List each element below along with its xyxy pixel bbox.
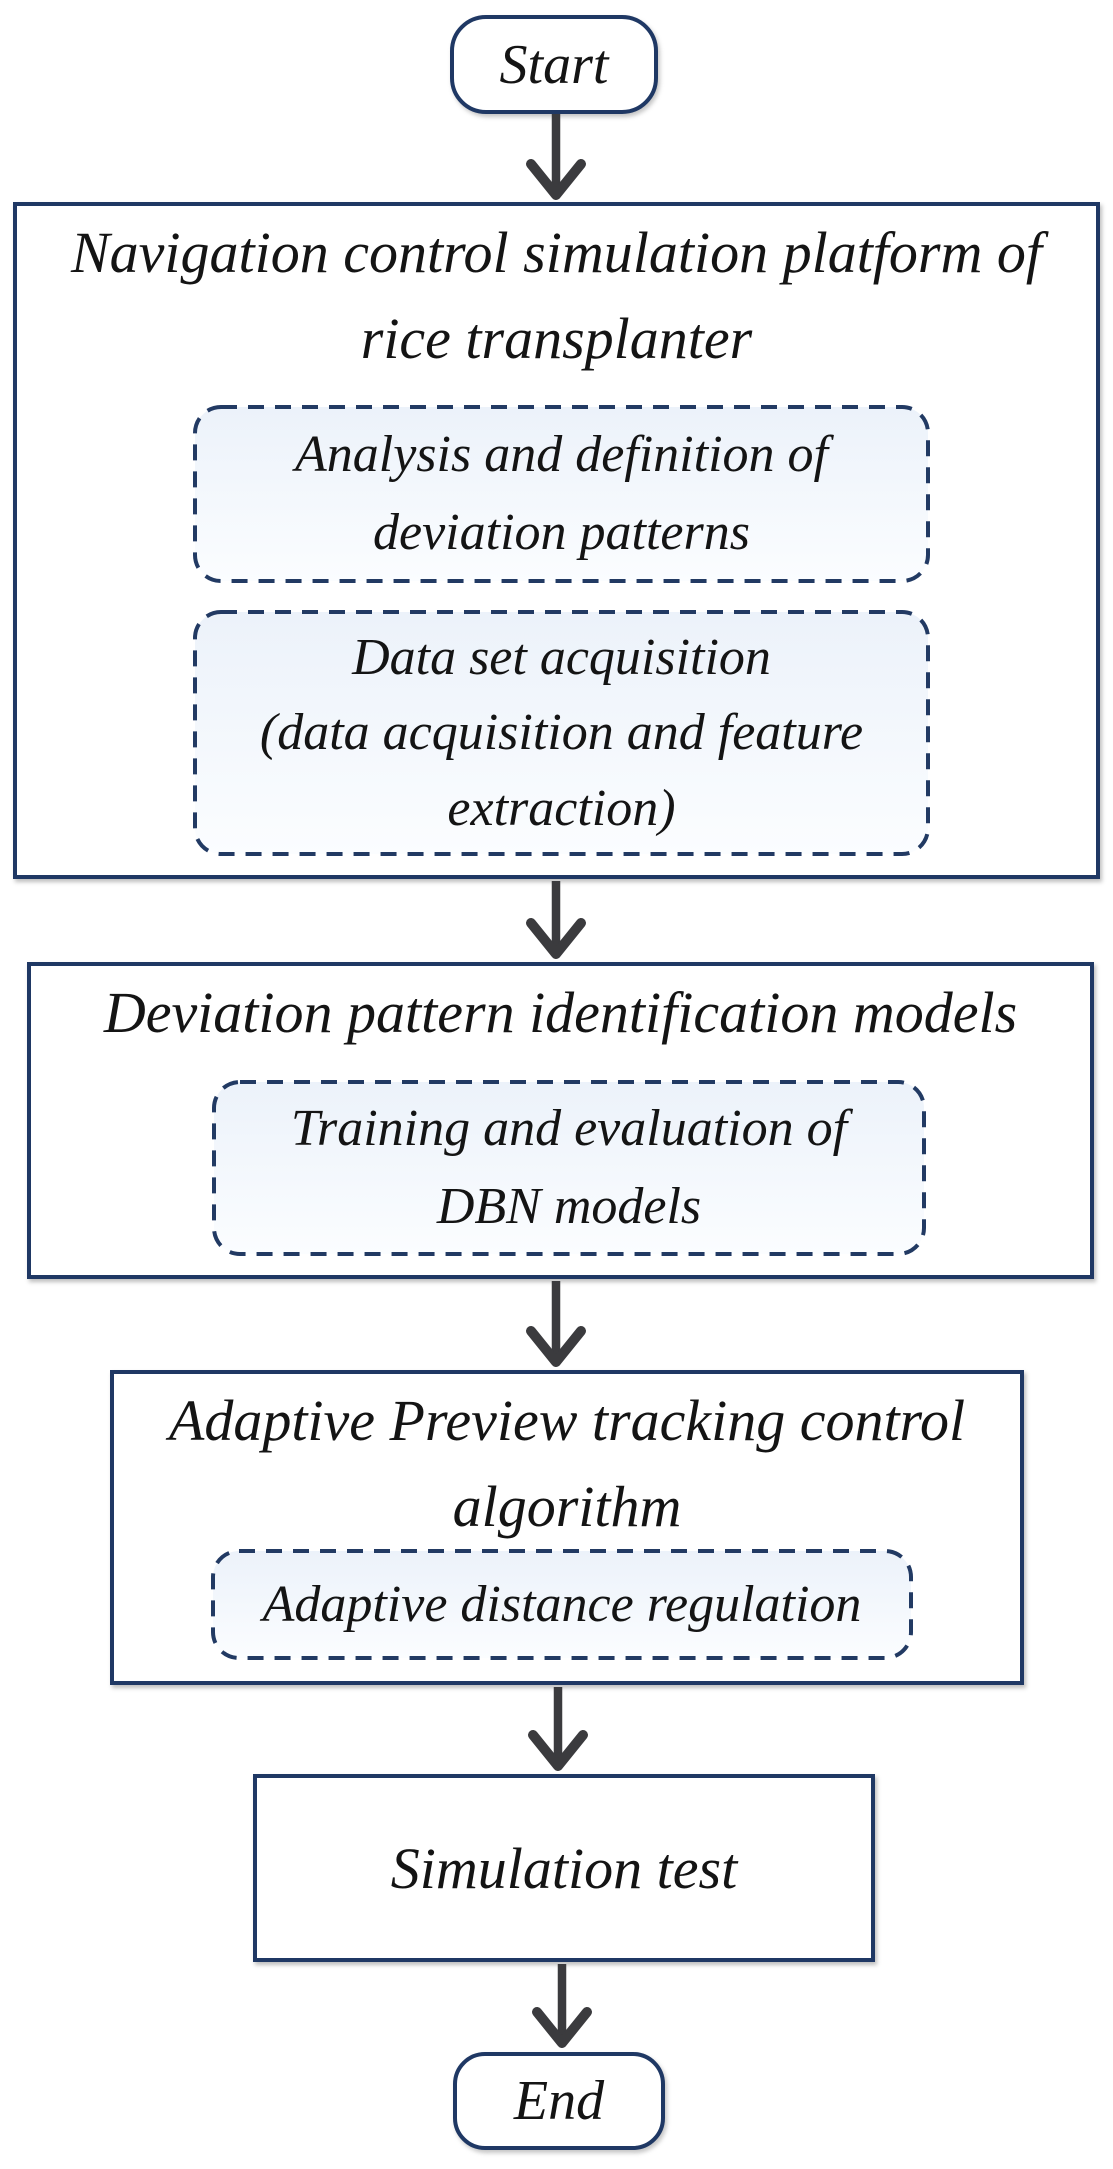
substep-analysis-definition: Analysis and definition of deviation pat…	[193, 405, 930, 583]
stage-title-line: Navigation control simulation platform o…	[71, 220, 1042, 285]
dashed-box-border	[193, 405, 930, 583]
stage-title-line: algorithm	[452, 1473, 682, 1539]
stage-box-preview-tracking: Adaptive Preview tracking control algori…	[110, 1370, 1024, 1685]
substep-text: Analysis and definition of deviation pat…	[193, 405, 930, 583]
substep-text-line: Training and evaluation of	[290, 1100, 848, 1157]
substep-text: Training and evaluation of DBN models	[212, 1080, 926, 1256]
substep-text-line: DBN models	[436, 1178, 702, 1235]
end-node-label: End	[513, 2070, 605, 2132]
flow-arrow-down-icon	[532, 1964, 592, 2048]
substep-text-line: Analysis and definition of	[295, 426, 828, 483]
substep-text: Adaptive distance regulation	[211, 1549, 913, 1660]
stage-title: Adaptive Preview tracking control algori…	[114, 1374, 1020, 1550]
stage-title-line: Deviation pattern identification models	[103, 980, 1018, 1045]
substep-text-line: extraction)	[447, 779, 676, 837]
stage-title-line: Adaptive Preview tracking control	[168, 1388, 966, 1453]
stage-title-line: Simulation test	[390, 1835, 738, 1901]
stage-box-navigation-platform: Navigation control simulation platform o…	[13, 202, 1100, 879]
start-node: Start	[450, 15, 658, 114]
stage-title-line: rice transplanter	[360, 305, 753, 371]
flow-arrow-down-icon	[528, 1687, 588, 1771]
stage-box-identification-models: Deviation pattern identification models …	[27, 962, 1094, 1279]
start-node-label: Start	[499, 33, 609, 96]
dashed-box-border	[212, 1080, 926, 1256]
stage-box-simulation-test: Simulation test	[253, 1774, 875, 1962]
substep-text-line: Adaptive distance regulation	[262, 1575, 862, 1633]
stage-title: Deviation pattern identification models	[31, 966, 1090, 1056]
stage-title: Navigation control simulation platform o…	[17, 206, 1096, 382]
substep-text-line: (data acquisition and feature	[259, 704, 864, 762]
dashed-box-border	[193, 610, 930, 856]
substep-text-line: deviation patterns	[373, 504, 750, 561]
substep-dataset-acquisition: Data set acquisition (data acquisition a…	[193, 610, 930, 856]
substep-text-line: Data set acquisition	[352, 628, 771, 686]
end-node: End	[453, 2052, 665, 2150]
dashed-box-border	[211, 1549, 913, 1660]
substep-distance-regulation: Adaptive distance regulation	[211, 1549, 913, 1660]
flow-arrow-down-icon	[526, 114, 586, 200]
flow-arrow-down-icon	[526, 1281, 586, 1367]
substep-text: Data set acquisition (data acquisition a…	[193, 610, 930, 856]
flow-arrow-down-icon	[526, 881, 586, 959]
substep-dbn-training: Training and evaluation of DBN models	[212, 1080, 926, 1256]
